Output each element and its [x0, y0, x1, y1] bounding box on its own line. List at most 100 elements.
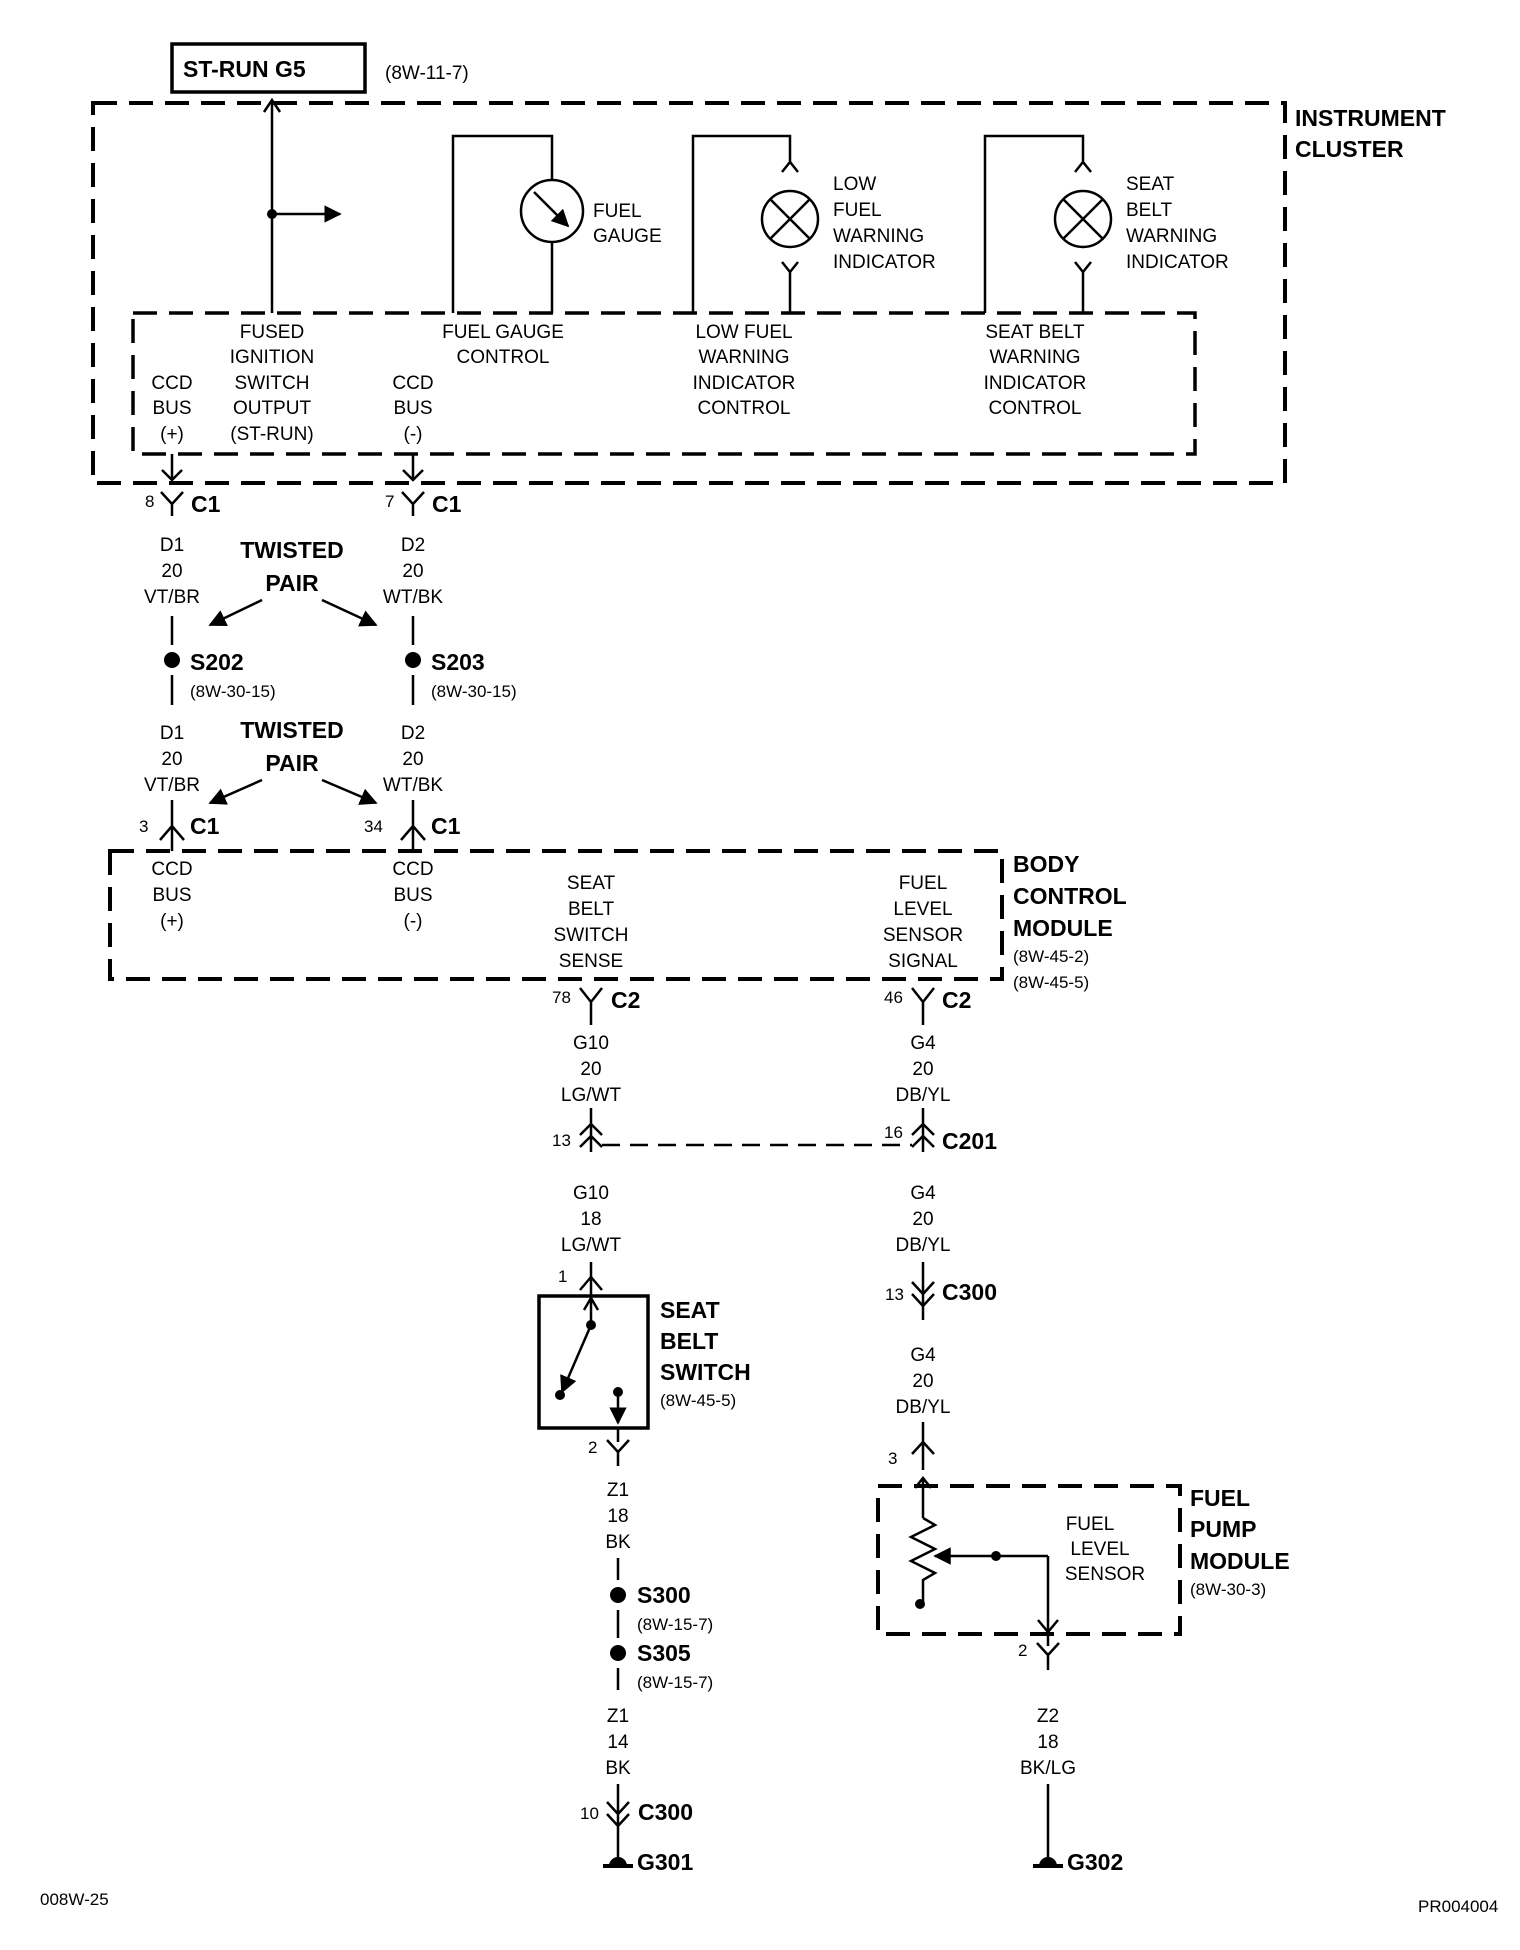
gauge-needle-icon — [533, 191, 570, 228]
splice-s300-dot — [610, 1587, 626, 1603]
c300-lower-pin: 10 — [580, 1804, 599, 1823]
svg-text:VT/BR: VT/BR — [144, 587, 200, 608]
svg-text:SIGNAL: SIGNAL — [888, 951, 958, 972]
wire-d2-lower-label: D2 20 WT/BK — [383, 723, 443, 796]
splice-s203-ref: (8W-30-15) — [431, 682, 517, 701]
svg-text:(-): (-) — [404, 911, 423, 932]
svg-text:SEAT BELT: SEAT BELT — [985, 322, 1085, 343]
lamp-icon — [760, 189, 820, 249]
svg-text:FUEL: FUEL — [833, 200, 882, 221]
wire-g10-lower-label: G10 18 LG/WT — [561, 1183, 622, 1256]
bcm-c1-right-name: C1 — [431, 813, 461, 839]
c201-left-pin: 13 — [552, 1131, 571, 1150]
seat-belt-switch-box — [537, 1294, 650, 1430]
svg-text:18: 18 — [1037, 1732, 1058, 1753]
lamp-icon — [1053, 189, 1113, 249]
cluster-c1-pin8-arrow — [161, 454, 183, 482]
svg-text:FUEL: FUEL — [593, 201, 642, 222]
bcm-ccd-bus-plus-label: CCD BUS (+) — [151, 859, 192, 932]
body-control-module-boundary — [108, 849, 1004, 981]
svg-text:18: 18 — [607, 1506, 628, 1527]
svg-text:WT/BK: WT/BK — [383, 587, 443, 608]
splice-s305-ref: (8W-15-7) — [637, 1673, 713, 1692]
svg-text:FUEL: FUEL — [1190, 1485, 1250, 1511]
bcm-c1-pin34-connector — [400, 800, 426, 851]
twisted-pair-lower-arrow-left — [208, 778, 263, 805]
cluster-c1-pin7-arrow — [402, 454, 424, 482]
c300-pin13-connector — [911, 1262, 935, 1320]
svg-text:BODY: BODY — [1013, 851, 1079, 877]
svg-text:SWITCH: SWITCH — [235, 373, 310, 394]
svg-text:FUEL: FUEL — [1066, 1514, 1115, 1535]
svg-text:BUS: BUS — [393, 398, 432, 419]
svg-text:(8W-45-2): (8W-45-2) — [1013, 947, 1089, 966]
cluster-c1-pin8-connector — [160, 491, 184, 516]
svg-text:LEVEL: LEVEL — [893, 899, 952, 920]
svg-text:20: 20 — [161, 749, 182, 770]
svg-text:MODULE: MODULE — [1013, 915, 1113, 941]
svg-text:WT/BK: WT/BK — [383, 775, 443, 796]
svg-text:Z2: Z2 — [1037, 1706, 1059, 1727]
fuel-pump-bottom-pin: 2 — [1018, 1641, 1027, 1660]
cluster-ccd-bus-minus-label: CCD BUS (-) — [392, 373, 433, 445]
svg-text:D1: D1 — [160, 723, 184, 744]
seat-belt-indicator-label: SEAT BELT WARNING INDICATOR — [1126, 174, 1229, 273]
svg-text:SWITCH: SWITCH — [554, 925, 629, 946]
cluster-ccd-bus-plus-label: CCD BUS (+) — [151, 373, 192, 445]
svg-text:CONTROL: CONTROL — [457, 347, 550, 368]
svg-text:20: 20 — [912, 1371, 933, 1392]
splice-s202-label: S202 — [190, 649, 244, 675]
bcm-c1-left-name: C1 — [190, 813, 220, 839]
bcm-c2-left-pin: 78 — [552, 988, 571, 1007]
svg-text:(8W-30-3): (8W-30-3) — [1190, 1580, 1266, 1599]
svg-text:CCD: CCD — [151, 373, 192, 394]
wire-d1-lower-label: D1 20 VT/BR — [144, 723, 200, 796]
svg-text:BK: BK — [605, 1758, 631, 1779]
fuel-pump-pin3-connector — [911, 1422, 935, 1470]
splice-s300-label: S300 — [637, 1582, 691, 1608]
svg-text:SEAT: SEAT — [567, 873, 616, 894]
bcm-c1-right-pin: 34 — [364, 817, 383, 836]
bcm-c1-pin3-connector — [159, 800, 185, 851]
svg-text:D2: D2 — [401, 723, 425, 744]
svg-text:BUS: BUS — [152, 885, 191, 906]
svg-text:G4: G4 — [910, 1183, 936, 1204]
svg-text:MODULE: MODULE — [1190, 1548, 1290, 1574]
svg-text:BUS: BUS — [152, 398, 191, 419]
svg-text:LOW: LOW — [833, 174, 876, 195]
low-fuel-control-label: LOW FUEL WARNING INDICATOR CONTROL — [693, 322, 796, 419]
c201-name: C201 — [942, 1128, 997, 1154]
svg-text:IGNITION: IGNITION — [230, 347, 314, 368]
seat-belt-switch-pin2-connector — [606, 1428, 630, 1466]
twisted-pair-upper-arrow-left — [208, 598, 263, 627]
twisted-pair-lower-label: TWISTED PAIR — [240, 717, 344, 776]
svg-text:18: 18 — [580, 1209, 601, 1230]
svg-text:(-): (-) — [404, 424, 423, 445]
svg-text:FUSED: FUSED — [240, 322, 304, 343]
fuel-pump-module-title: FUEL PUMP MODULE (8W-30-3) — [1190, 1485, 1290, 1599]
svg-text:WARNING: WARNING — [833, 226, 924, 247]
cluster-inner-boundary — [131, 311, 1197, 456]
c300-lower-name: C300 — [638, 1799, 693, 1825]
c201-pin16-connector — [911, 1108, 935, 1152]
splice-s202-dot — [164, 652, 180, 668]
twisted-pair-lower-arrow-right — [321, 778, 378, 805]
svg-text:INDICATOR: INDICATOR — [984, 373, 1087, 394]
svg-text:PUMP: PUMP — [1190, 1516, 1256, 1542]
svg-text:CCD: CCD — [392, 373, 433, 394]
svg-text:PAIR: PAIR — [265, 750, 319, 776]
svg-text:CONTROL: CONTROL — [1013, 883, 1127, 909]
wire-z1-upper-label: Z1 18 BK — [605, 1480, 631, 1553]
power-connector-symbol — [262, 97, 282, 113]
fuel-level-sensor-resistor-icon — [908, 1516, 938, 1604]
svg-text:(+): (+) — [160, 424, 184, 445]
seat-belt-switch-bottom-pin: 2 — [588, 1438, 597, 1457]
power-source-label: ST-RUN G5 — [183, 56, 306, 82]
cluster-c1-right-name: C1 — [432, 491, 462, 517]
svg-text:INDICATOR: INDICATOR — [693, 373, 796, 394]
svg-text:TWISTED: TWISTED — [240, 537, 344, 563]
wire-d1-upper-label: D1 20 VT/BR — [144, 535, 200, 608]
splice-s305-dot — [610, 1645, 626, 1661]
